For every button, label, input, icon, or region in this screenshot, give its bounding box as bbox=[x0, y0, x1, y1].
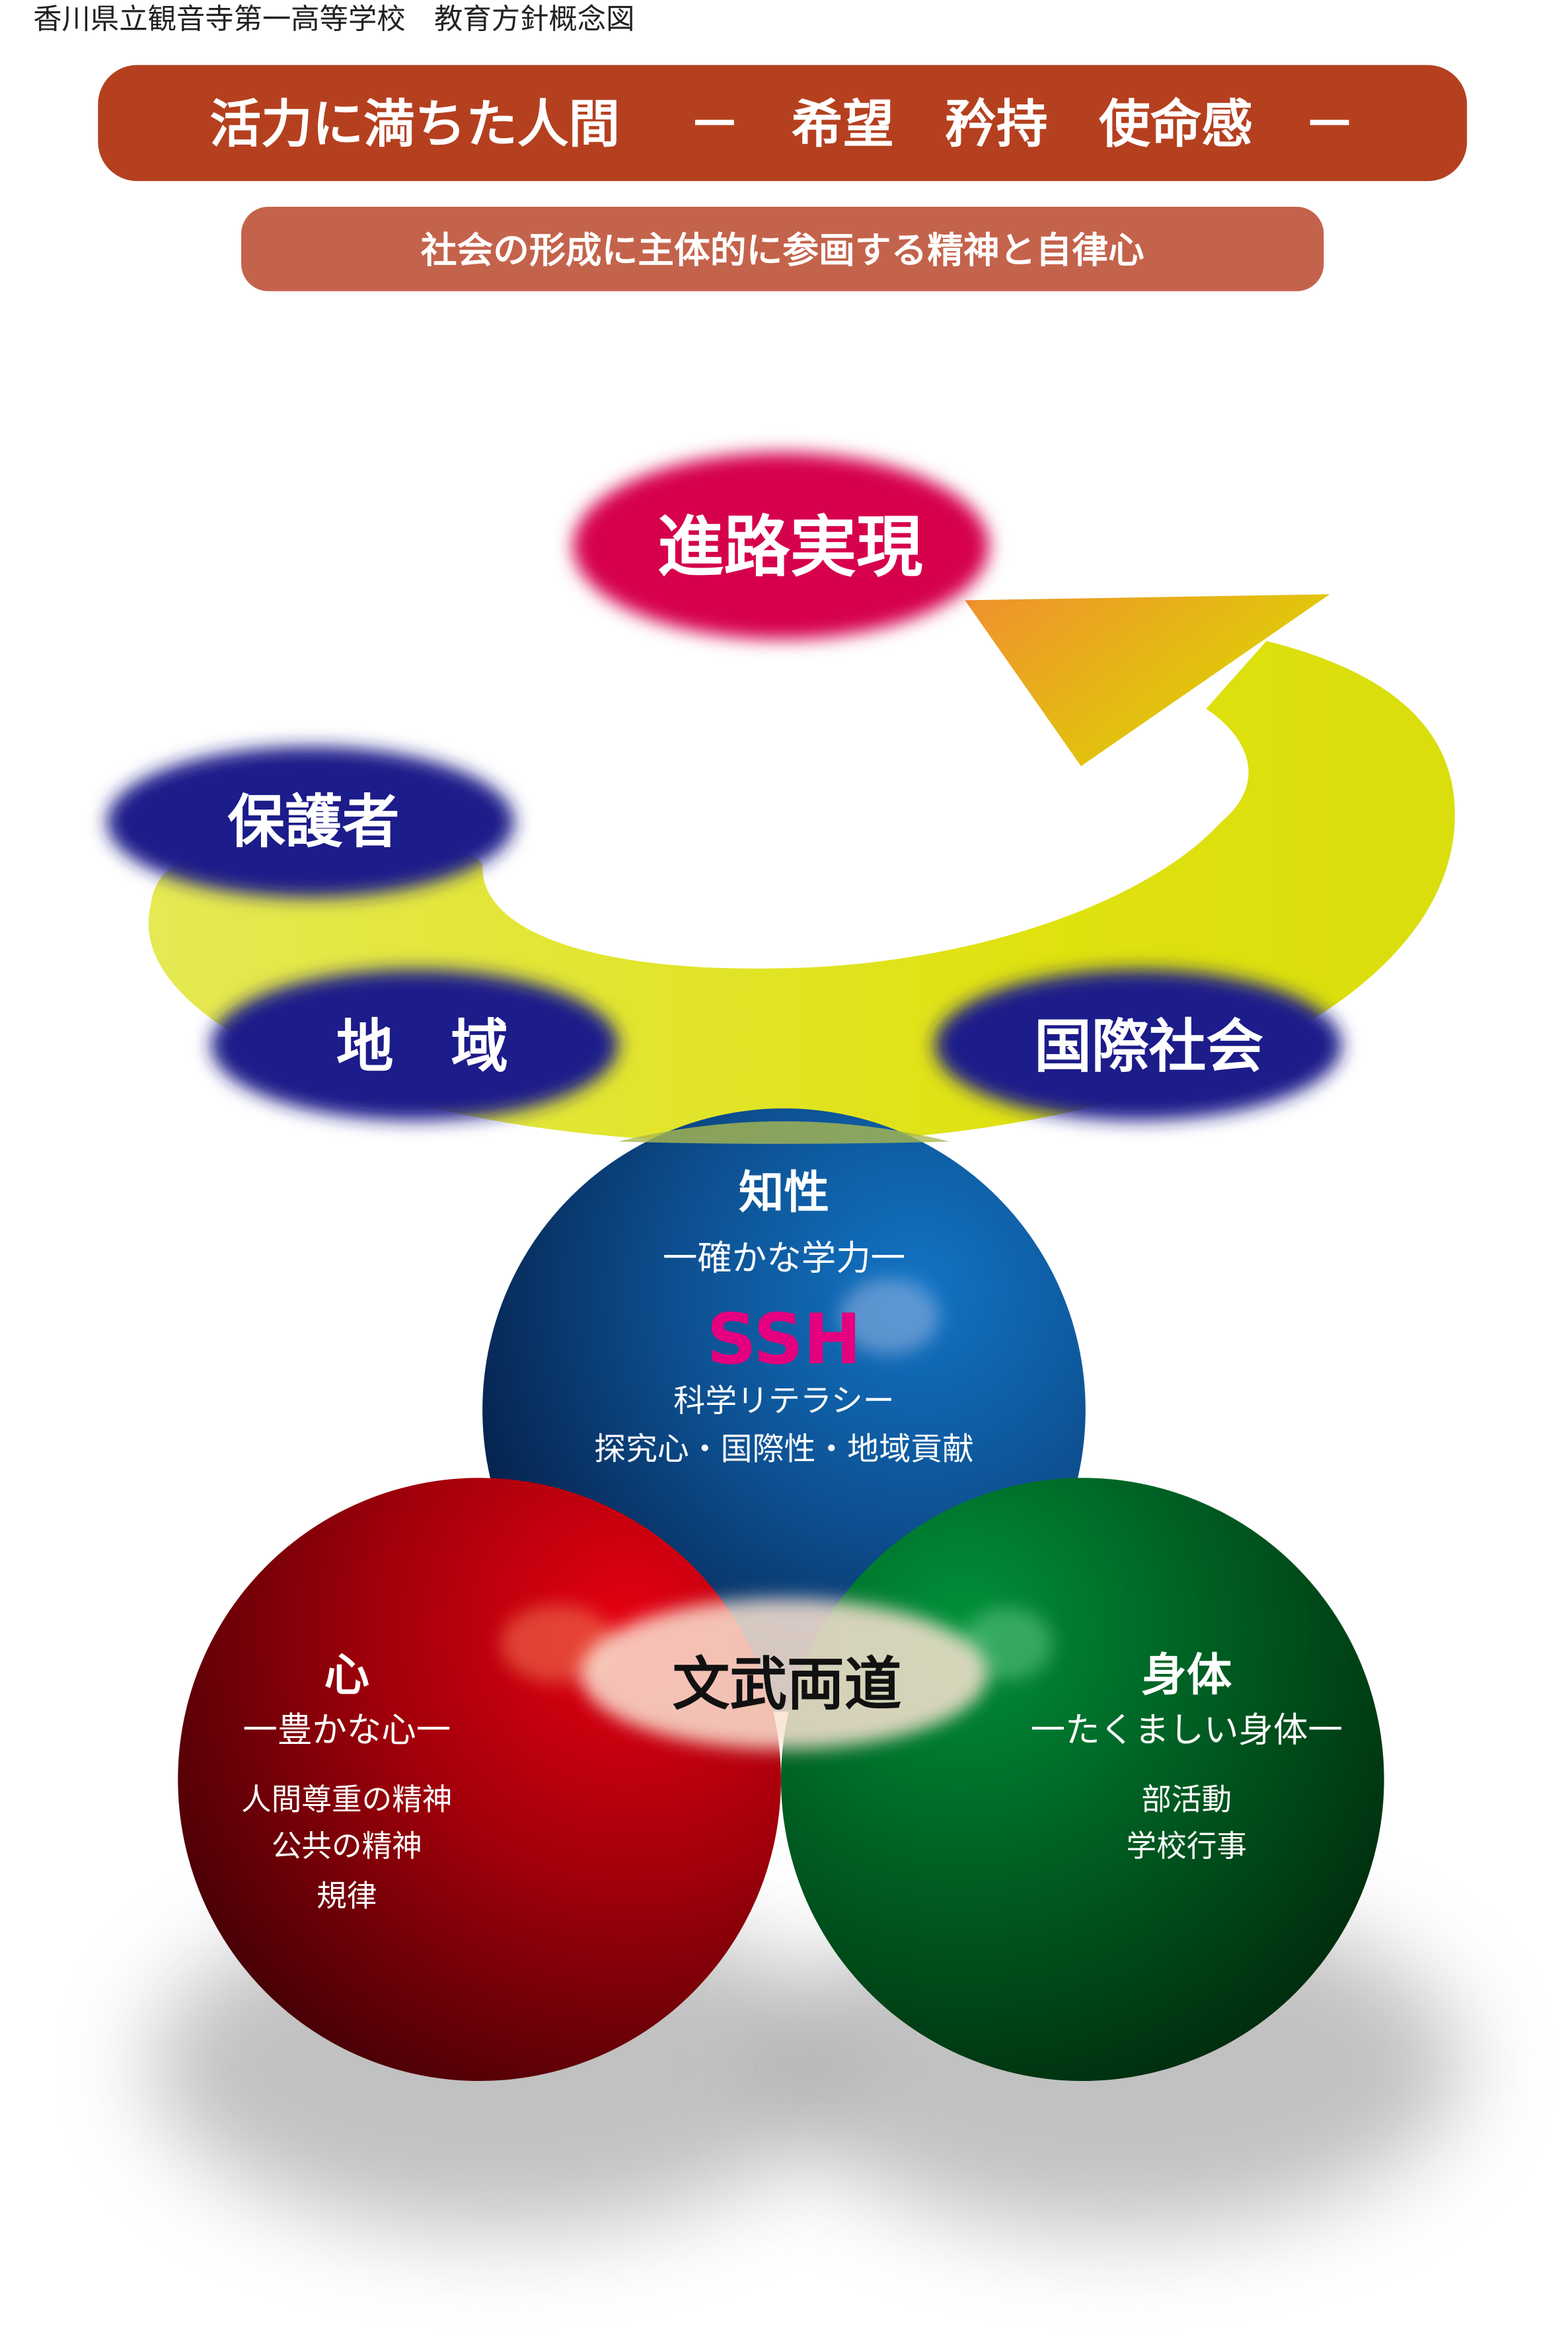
heart-sphere bbox=[178, 1478, 781, 2082]
arrow-head bbox=[965, 594, 1330, 767]
heart-subtitle: 一豊かな心一 bbox=[243, 1710, 451, 1751]
goal-label: 進路実現 bbox=[657, 509, 923, 586]
community-bubble bbox=[211, 969, 618, 1121]
guardians-label: 保護者 bbox=[228, 789, 400, 855]
body-subtitle: 一たくましい身体一 bbox=[1031, 1710, 1343, 1751]
intellect-line: 探究心・国際性・地域貢献 bbox=[594, 1431, 974, 1468]
community-label: 地 域 bbox=[336, 1014, 508, 1080]
body-line: 部活動 bbox=[1141, 1782, 1232, 1817]
arrow-overlap bbox=[618, 1121, 950, 1144]
intellect-title: 知性 bbox=[739, 1166, 829, 1219]
intellect-subtitle: 一確かな学力一 bbox=[663, 1238, 905, 1278]
body-line: 学校行事 bbox=[1126, 1829, 1247, 1864]
main-banner-text: 活力に満ちた人間 － 希望 矜持 使命感 － bbox=[210, 95, 1355, 155]
goal-bubble bbox=[573, 452, 989, 640]
center-bubble bbox=[580, 1598, 988, 1750]
guardians-bubble bbox=[107, 746, 515, 897]
center-label: 文武両道 bbox=[673, 1652, 902, 1718]
international-bubble bbox=[934, 969, 1342, 1121]
heart-line: 人間尊重の精神 bbox=[241, 1782, 452, 1817]
ssh-label: SSH bbox=[706, 1299, 861, 1380]
page-title: 香川県立観音寺第一高等学校 教育方針概念図 bbox=[33, 3, 634, 36]
body-title: 身体 bbox=[1141, 1649, 1232, 1702]
intellect-line: 科学リテラシー bbox=[673, 1383, 894, 1419]
heart-line: 公共の精神 bbox=[272, 1829, 422, 1864]
heart-line: 規律 bbox=[317, 1878, 377, 1913]
body-sphere bbox=[780, 1478, 1384, 2082]
main-banner bbox=[98, 65, 1468, 182]
international-label: 国際社会 bbox=[1034, 1014, 1263, 1080]
heart-title: 心 bbox=[324, 1649, 369, 1702]
sub-banner-text: 社会の形成に主体的に参画する精神と自律心 bbox=[421, 229, 1144, 271]
sphere-highlight bbox=[839, 1279, 940, 1355]
sub-banner bbox=[241, 206, 1324, 291]
